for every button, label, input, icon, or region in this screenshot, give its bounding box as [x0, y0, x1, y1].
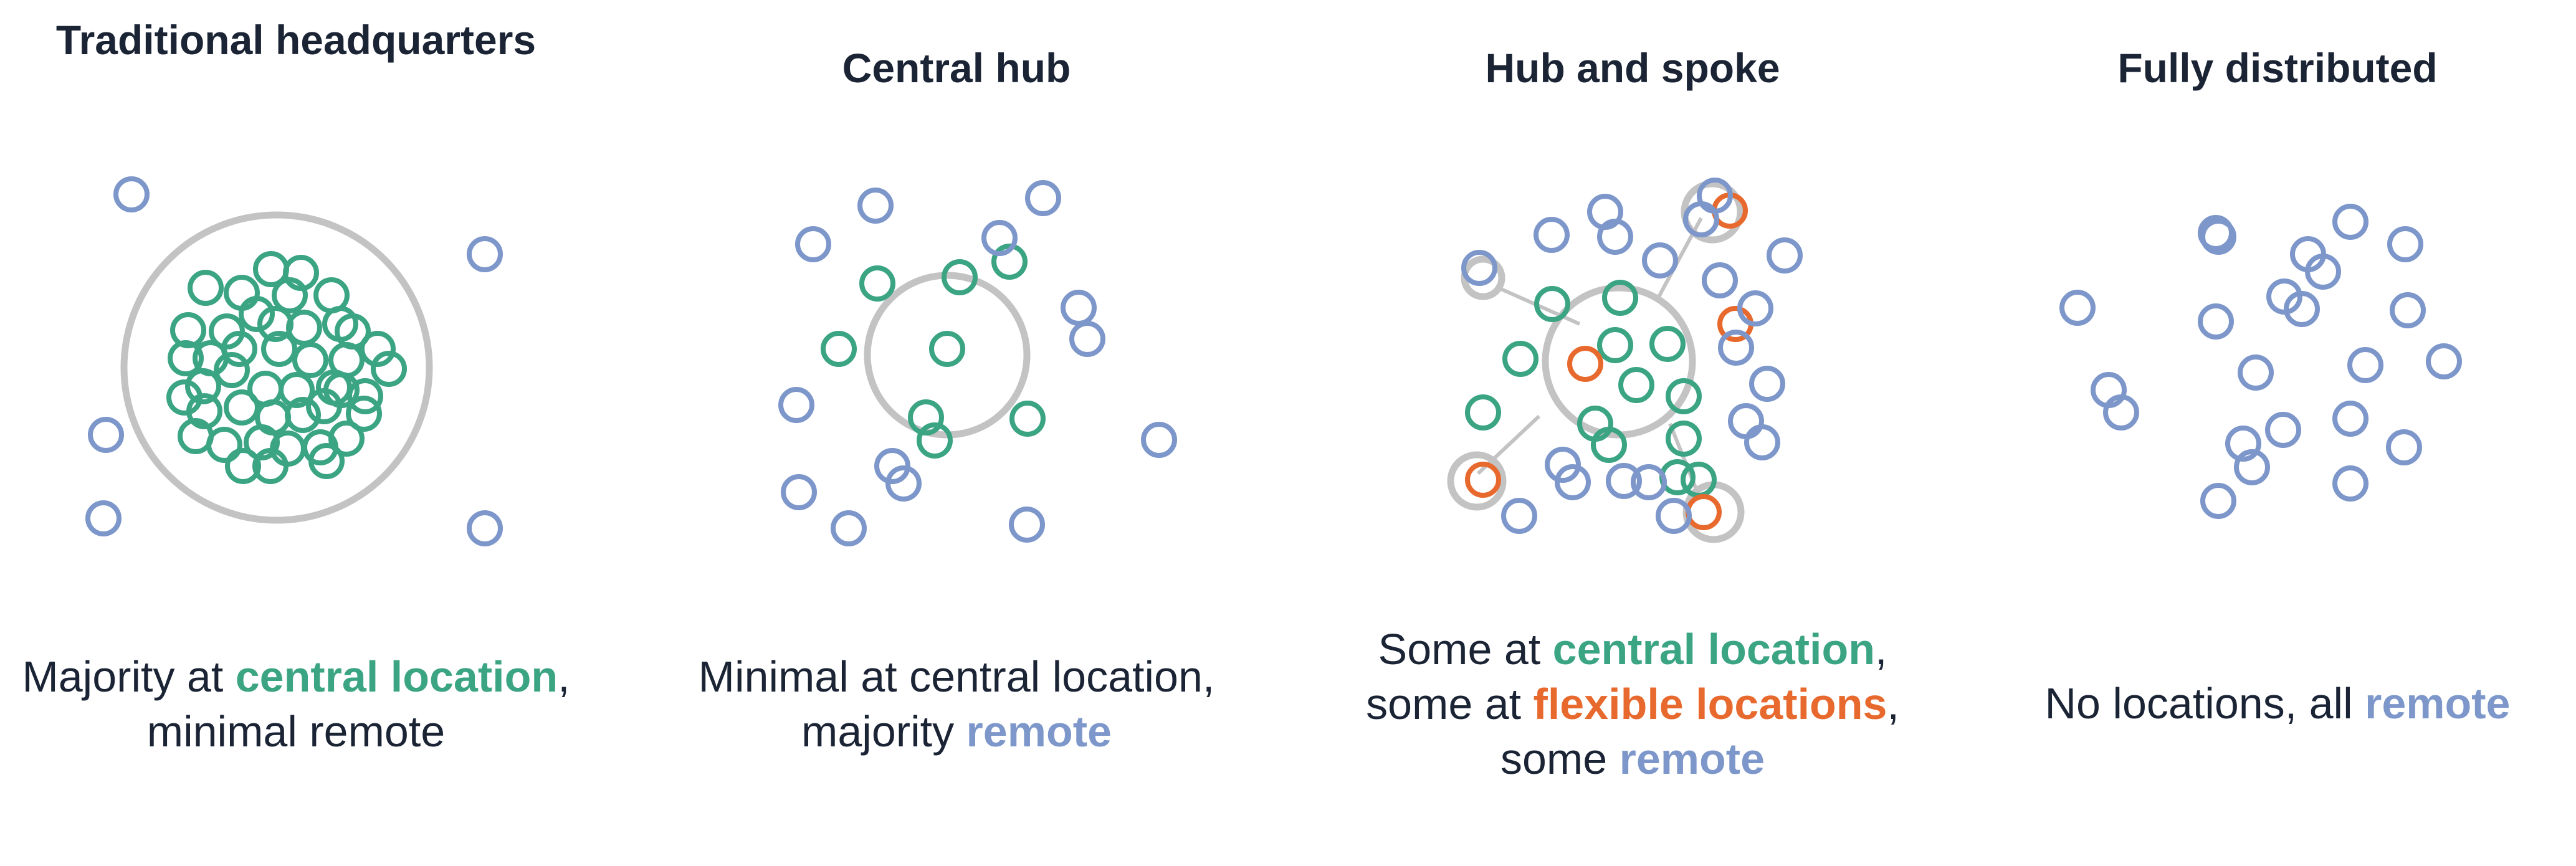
panel-traditional-headquarters: Traditional headquarters Majority at cen…: [0, 0, 592, 866]
caption-highlight-central-location: central location: [1552, 625, 1876, 673]
caption-text: , minimal remote: [146, 652, 570, 756]
caption-highlight-flexible-locations: flexible locations: [1533, 680, 1887, 728]
central-people: [1465, 280, 1717, 498]
central-hub-diagram: [778, 180, 1177, 546]
caption-highlight-central-location: central location: [235, 652, 558, 701]
caption-text: Minimal at central location, majority: [698, 652, 1215, 756]
panel-title: Hub and spoke: [1485, 45, 1780, 91]
panel-caption: Minimal at central location, majority re…: [661, 649, 1252, 759]
caption-highlight-remote: remote: [966, 707, 1112, 756]
panel-caption: Majority at central location, minimal re…: [0, 649, 592, 759]
caption-text: , some: [1500, 680, 1899, 783]
remote-people: [85, 176, 503, 546]
panel-caption: Some at central location, some at flexib…: [1321, 622, 1944, 786]
caption-highlight-remote: remote: [2365, 679, 2511, 728]
caption-text: No locations, all: [2044, 679, 2365, 728]
fully-distributed-diagram: [2059, 204, 2462, 519]
remote-people: [778, 180, 1177, 546]
panel-title: Traditional headquarters: [55, 17, 537, 63]
panel-hub-and-spoke: Hub and spoke: [1321, 0, 1944, 866]
caption-text: Majority at: [22, 652, 236, 701]
central-location-circle: [864, 272, 1031, 439]
panel-fully-distributed: Fully distributed No locations, all remo…: [1982, 0, 2574, 866]
central-location-circle: [120, 211, 433, 524]
panel-title: Fully distributed: [2117, 45, 2438, 91]
people-cluster: [166, 251, 407, 484]
remote-people: [1461, 178, 1803, 534]
caption-highlight-remote: remote: [1619, 735, 1765, 783]
panel-title: Central hub: [842, 45, 1071, 91]
panel-central-hub: Central hub Minimal at central location,…: [661, 0, 1252, 866]
traditional-headquarters-diagram: [85, 176, 503, 546]
remote-people: [2059, 204, 2462, 519]
caption-text: , some at: [1366, 625, 1887, 728]
caption-text: Some at: [1378, 625, 1553, 673]
panel-caption: No locations, all remote: [1982, 676, 2574, 731]
hub-and-spoke-diagram: [1447, 178, 1803, 543]
central-people: [821, 244, 1046, 459]
flexible-location-circles: [1447, 180, 1745, 543]
